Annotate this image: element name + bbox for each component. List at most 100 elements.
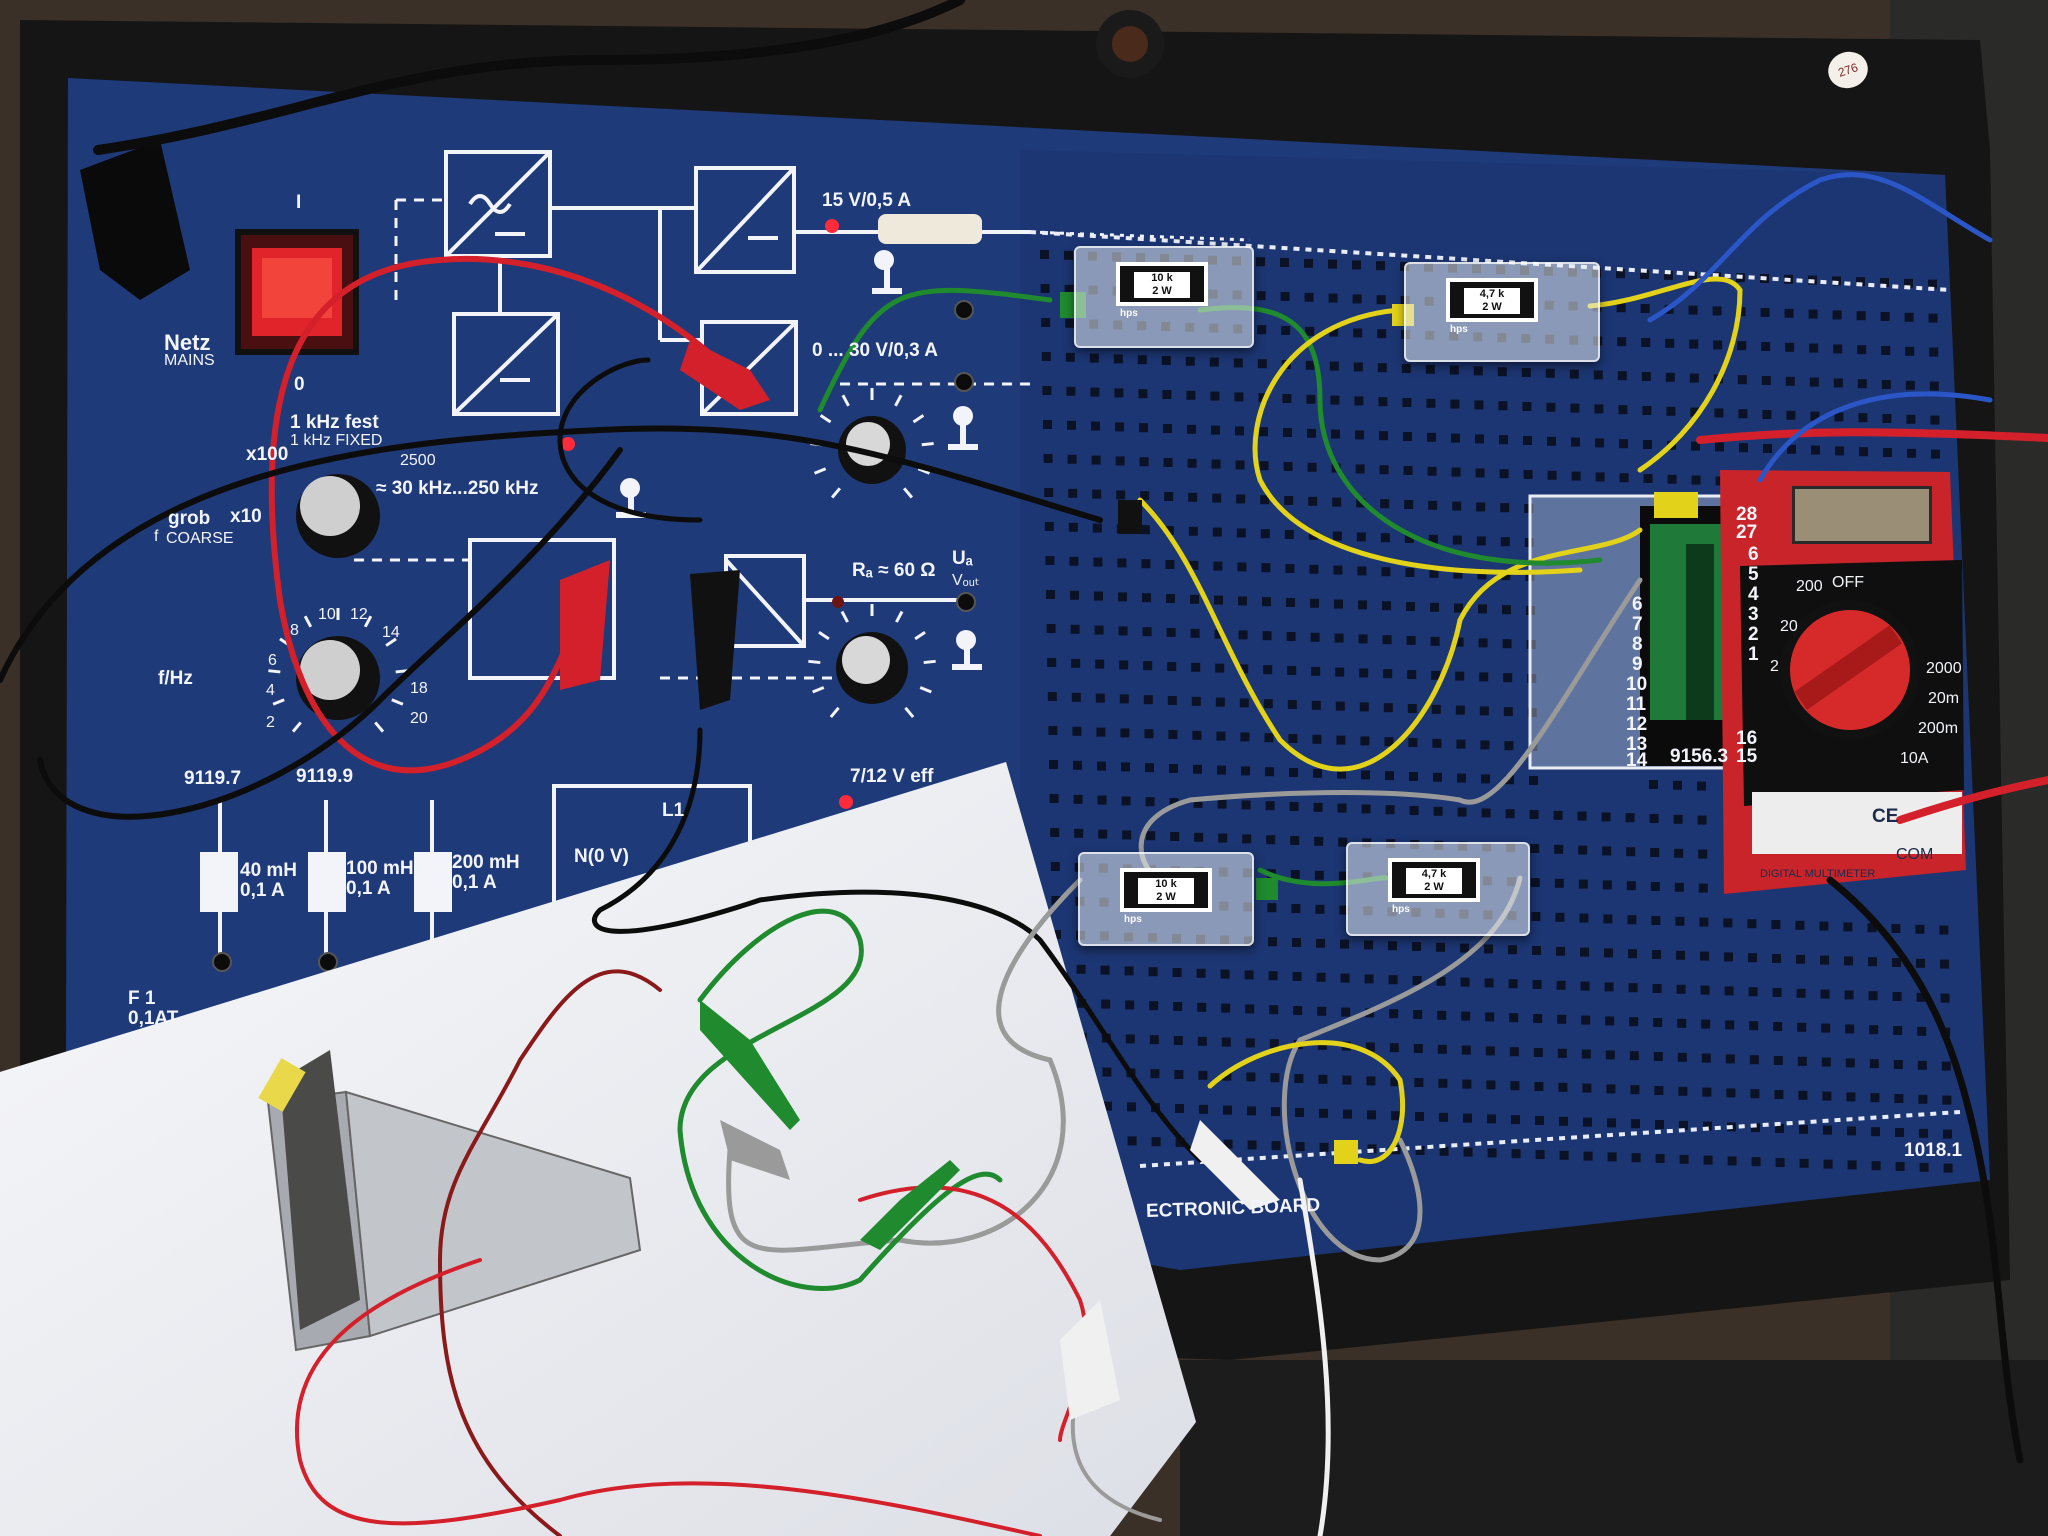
multimeter-range-label: 20 [1780,618,1798,635]
socket-pin-left: 10 [1626,674,1648,695]
multimeter-range-label: 200m [1918,720,1959,737]
metal-bracket [258,1050,642,1352]
inductor-value: 40 mH [240,860,298,881]
dial-tick-label: 6 [268,652,277,669]
knob-variable-voltage[interactable] [838,416,906,484]
multimeter-brand-label: DIGITAL MULTIMETER [1760,868,1876,880]
resistor-value: 4,7 k [1479,288,1505,300]
range-upper-label: 2500 [400,452,436,469]
multimeter-range-label: 10A [1900,750,1929,767]
coarse-label: grob [168,508,211,529]
resistor-value: 4,7 k [1421,868,1447,880]
fuse-label: F 1 [128,988,156,1009]
inductor-code: 9119.7 [184,768,242,789]
multimeter-com-label: COM [1896,846,1934,863]
alligator-clips [560,340,1280,1420]
knob-output-amplitude[interactable] [836,632,908,704]
dial-tick-label: 8 [290,622,299,639]
socket-pin-right: 27 [1736,522,1758,543]
freq-fixed-label: 1 kHz fest [290,412,379,433]
resistor-value: 10 k [1151,272,1173,284]
socket-pin-right: 16 [1736,728,1758,749]
multimeter[interactable] [1720,470,1966,894]
switch-on-label: I [296,192,302,213]
resistor-brand: hps [1450,324,1468,335]
socket-pin-left: 6 [1632,594,1643,615]
dial-tick-label: 4 [266,682,275,699]
dial-tick-label: 10 [318,606,336,623]
resistor-power: 2 W [1482,301,1502,313]
knob-frequency-coarse[interactable] [296,474,380,558]
coarse-f-label: f [154,528,159,545]
knob-frequency-fine[interactable] [296,636,380,720]
mains-label: Netz [164,330,211,355]
resistor-power: 2 W [1156,891,1176,903]
socket-pin-right: 4 [1748,584,1759,605]
supply-variable-label: 0 ... 30 V/0,3 A [812,340,939,361]
socket-code: 9156.3 [1670,746,1729,767]
resistor-brand: hps [1392,904,1410,915]
inductor-current: 0,1 A [240,880,285,901]
socket-pin-left: 13 [1626,734,1648,755]
socket-pin-left: 14 [1626,750,1648,771]
led-15v [825,219,839,233]
supply-fixed-label: 15 V/0,5 A [822,190,912,211]
inductor-current: 0,1 A [346,878,391,899]
range-x100-label: x100 [246,444,289,465]
multimeter-range-label: 200 [1796,578,1823,595]
socket-pin-right: 1 [1748,644,1759,665]
freq-range-label: ≈ 30 kHz...250 kHz [376,478,539,499]
mains-sublabel: MAINS [164,352,215,369]
multimeter-ce-label: CE [1872,806,1899,827]
multimeter-display [1792,486,1932,544]
socket-pin-left: 7 [1632,614,1643,635]
l1-label: L1 [662,800,685,821]
inductor-code: 9119.9 [296,766,354,787]
socket-pin-right: 15 [1736,746,1758,767]
resistor-brand: hps [1124,914,1142,925]
multimeter-range-label: 2000 [1926,660,1962,677]
socket-pin-right: 5 [1748,564,1759,585]
neutral-label: N(0 V) [574,846,629,867]
dial-tick-label: 20 [410,710,428,727]
inductor-current: 0,1 A [452,872,497,893]
output-resistance-label: Rₐ ≈ 60 Ω [852,560,936,581]
resistor-brand: hps [1120,308,1138,319]
led-1khz [561,437,575,451]
switch-off-label: 0 [294,374,305,395]
board-number: 1018.1 [1904,1140,1963,1161]
socket-pin-left: 12 [1626,714,1648,735]
fhz-label: f/Hz [158,668,193,689]
socket-pin-left: 9 [1632,654,1643,675]
socket-pin-left: 11 [1626,694,1647,715]
multimeter-range-label: 2 [1770,658,1779,675]
fuse-rating: 0,1AT [128,1008,179,1029]
dial-tick-label: 18 [410,680,428,697]
resistor-power: 2 W [1152,285,1172,297]
socket-pin-left: 8 [1632,634,1643,655]
socket-pin-right: 6 [1748,544,1759,565]
socket-pin-right: 2 [1748,624,1759,645]
ac-output-label: 7/12 V eff [850,766,934,787]
resistor-power: 2 W [1424,881,1444,893]
led-ac [839,795,853,809]
socket-pin-right: 28 [1736,504,1758,525]
socket-pin-right: 3 [1748,604,1759,625]
coarse-sublabel: COARSE [166,530,234,547]
inductor-value: 100 mH [346,858,414,879]
vout-label: Vₒᵤₜ [952,572,980,589]
multimeter-off-label: OFF [1832,574,1864,591]
multimeter-range-label: 20m [1928,690,1960,707]
ua-label: Uₐ [952,548,973,569]
dial-tick-label: 12 [350,606,368,623]
led-output [832,596,844,608]
dial-tick-label: 2 [266,714,275,731]
